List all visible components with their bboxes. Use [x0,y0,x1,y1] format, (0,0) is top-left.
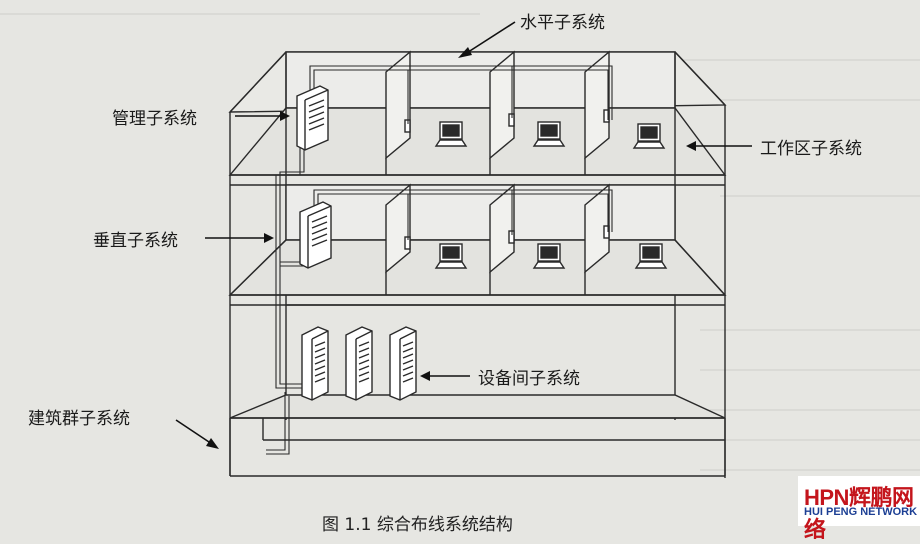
label-management-subsystem: 管理子系统 [112,109,197,129]
arrow-equipment-room [420,371,470,381]
cable-runs [266,65,613,455]
equipment-rack-2 [345,326,373,401]
label-building-group-subsystem: 建筑群子系统 [28,409,130,429]
workstations-floor-2 [434,243,668,269]
watermark-brand: HPN辉鹏网络 [804,485,914,542]
structured-cabling-diagram: 水平子系统 管理子系统 工作区子系统 垂直子系统 设备间子系统 建筑群子系统 图… [0,13,920,542]
computer-icon [632,123,666,149]
management-cabinet [296,85,329,151]
equipment-rack-3 [389,326,417,401]
label-horizontal-subsystem: 水平子系统 [520,13,605,33]
computer-icon [634,243,668,269]
arrow-building-group [175,419,219,449]
arrow-management [235,111,290,121]
computer-icon [434,243,468,269]
watermark-subtitle: HUI PENG NETWORK [804,506,918,518]
equipment-racks [301,326,417,401]
floor-1-partitions [385,50,610,175]
building-frame [228,51,727,478]
equipment-rack-1 [301,326,329,401]
arrow-vertical [205,233,274,243]
arrow-work-area [686,141,752,151]
computer-icon [434,121,468,147]
building-drawing [0,13,920,478]
floor-2-partitions [385,183,610,295]
label-work-area-subsystem: 工作区子系统 [760,139,862,159]
vertical-cabinet [299,201,332,269]
workstations-floor-1 [434,121,666,149]
label-equipment-room-subsystem: 设备间子系统 [478,369,580,389]
background-text-traces [0,13,920,471]
arrow-horizontal [458,21,516,58]
label-vertical-subsystem: 垂直子系统 [93,231,178,251]
watermark-logo: HPN辉鹏网络 HUI PENG NETWORK [798,476,920,542]
computer-icon [532,121,566,147]
computer-icon [532,243,566,269]
leader-arrows [175,21,752,449]
figure-caption: 图 1.1 综合布线系统结构 [322,515,513,535]
